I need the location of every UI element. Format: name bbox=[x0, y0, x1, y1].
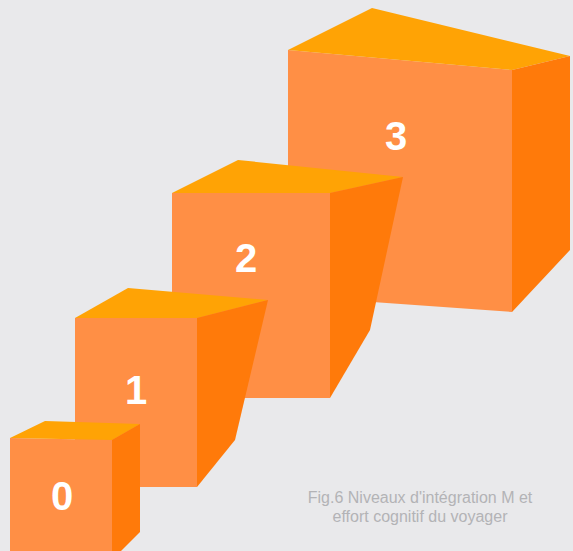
level-cube: 0 bbox=[10, 421, 140, 551]
level-label-holder: 1 bbox=[125, 370, 147, 410]
level-label-holder: 2 bbox=[235, 238, 257, 278]
level-number: 0 bbox=[51, 474, 73, 518]
level-label-holder: 0 bbox=[51, 476, 73, 516]
cube-front-face bbox=[10, 438, 112, 551]
cube-side-face bbox=[512, 56, 570, 312]
cube-side-face bbox=[112, 424, 140, 551]
figure-caption: Fig.6 Niveaux d'intégration M et effort … bbox=[308, 489, 533, 525]
level-number: 1 bbox=[125, 368, 147, 412]
figure-caption-box: Fig.6 Niveaux d'intégration M et effort … bbox=[300, 488, 540, 526]
cube-side-face bbox=[330, 177, 403, 398]
level-number: 2 bbox=[235, 236, 257, 280]
cube-side-face bbox=[197, 300, 268, 487]
cube-outline bbox=[10, 421, 140, 551]
cube-top-face bbox=[288, 8, 570, 70]
level-label-holder: 3 bbox=[385, 116, 407, 156]
level-number: 3 bbox=[385, 114, 407, 158]
